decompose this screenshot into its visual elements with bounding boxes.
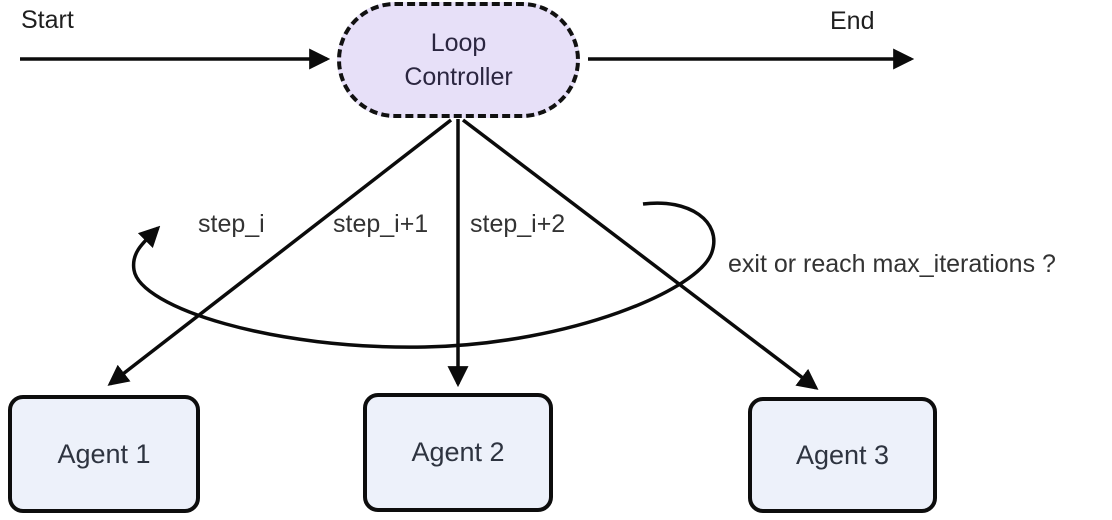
loop-cycle-arrow xyxy=(131,201,716,349)
loop-condition-label: exit or reach max_iterations ? xyxy=(728,250,1056,278)
loop-controller-label-line2: Controller xyxy=(404,63,513,91)
agent-3-label: Agent 3 xyxy=(795,439,890,470)
agent-3-node: Agent 3 xyxy=(748,397,937,513)
agent-2-node: Agent 2 xyxy=(363,393,553,512)
agent-1-label: Agent 1 xyxy=(57,438,151,469)
end-label: End xyxy=(830,7,875,35)
edge-label-step-i-plus-2: step_i+2 xyxy=(470,210,566,238)
agent-1-node: Agent 1 xyxy=(8,395,200,513)
agent-2-label: Agent 2 xyxy=(411,437,505,467)
loop-controller-label-line1: Loop xyxy=(430,29,487,57)
loop-controller-node: Loop Controller xyxy=(337,2,580,118)
edge-label-step-i: step_i xyxy=(198,210,265,238)
controller-to-agent1-arrow xyxy=(107,118,453,386)
start-label: Start xyxy=(21,6,74,34)
edge-label-step-i-plus-1: step_i+1 xyxy=(333,210,429,238)
controller-to-agent3-arrow xyxy=(461,118,819,390)
